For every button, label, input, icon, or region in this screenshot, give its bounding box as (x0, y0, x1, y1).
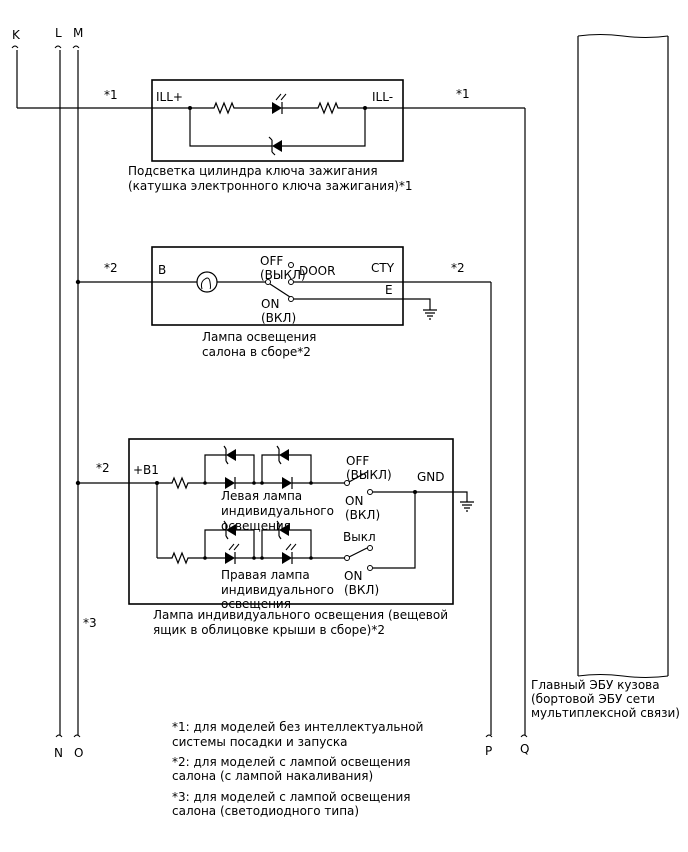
footnote-3-line2: салона (светодиодного типа) (172, 804, 359, 818)
ecu-name-line2: (бортовой ЭБУ сети (531, 692, 655, 706)
personal-gnd-label: GND (417, 470, 445, 484)
room-bulb-filament (200, 277, 211, 290)
connector-cut-marks-bottom (55, 734, 528, 738)
footnote-2-line2: салона (с лампой накаливания) (172, 769, 373, 783)
left-lamp-label-line2: индивидуального (221, 504, 334, 518)
wire-diode-bottom-right (282, 108, 366, 147)
room-pin-b: B (158, 263, 166, 277)
personal-on1-ru-label: (ВКЛ) (345, 508, 380, 522)
wire-room-e (294, 298, 431, 310)
ignition-pin-ill-plus: ILL+ (156, 90, 183, 104)
room-off-label: OFF (260, 254, 283, 268)
led-left-1 (225, 477, 235, 489)
note-ref-2b: *2 (451, 261, 465, 275)
note-ref-2c: *2 (96, 461, 110, 475)
led-right-2 (282, 552, 292, 564)
terminal-k-label: K (12, 28, 21, 42)
personal-caption-line2: ящик в облицовке крыши в сборе)*2 (153, 623, 385, 637)
room-switch-lever (269, 283, 291, 298)
terminal-m-label: M (73, 26, 83, 40)
room-pin-cty: CTY (371, 261, 395, 275)
resistor-right (157, 551, 205, 565)
note-ref-1a: *1 (104, 88, 118, 102)
led-right-rev-2 (279, 524, 289, 536)
room-pin-e: E (385, 283, 393, 297)
resistor-left (157, 476, 205, 490)
personal-on1-label: ON (345, 494, 363, 508)
footnote-1-line2: системы посадки и запуска (172, 735, 348, 749)
room-off-ru-label: (ВЫКЛ) (260, 268, 306, 282)
ignition-caption-line1: Подсветка цилиндра ключа зажигания (128, 164, 378, 178)
ignition-light-box (151, 79, 404, 162)
footnote-2-line1: *2: для моделей с лампой освещения (172, 755, 410, 769)
personal-ground-icon (460, 501, 474, 512)
room-on-ru-label: (ВКЛ) (261, 311, 296, 325)
led-right-1 (225, 552, 235, 564)
personal-pin-b1: +B1 (133, 463, 159, 477)
right-lamp-label-line3: освещения (221, 597, 291, 611)
personal-switch-2-lever (348, 547, 368, 558)
terminal-n-label: N (54, 746, 63, 760)
room-bulb-icon (196, 271, 218, 293)
terminal-p-label: P (485, 744, 492, 758)
personal-off-ru-label: (ВЫКЛ) (346, 468, 392, 482)
resistor-1 (190, 101, 272, 115)
led-right-rev-1 (226, 524, 236, 536)
wire-personal-gnd (373, 491, 468, 502)
personal-lamp-box (128, 438, 454, 605)
personal-caption-line1: Лампа индивидуального освещения (вещевой (153, 608, 448, 622)
left-lamp-label-line1: Левая лампа (221, 489, 302, 503)
ignition-pin-ill-minus: ILL- (372, 90, 393, 104)
personal-switch-2-on-contact (367, 565, 373, 571)
ecu-name-line1: Главный ЭБУ кузова (531, 678, 660, 692)
led-left-rev-1 (226, 449, 236, 461)
note-ref-2a: *2 (104, 261, 118, 275)
led-left-rev-2 (279, 449, 289, 461)
room-switch-off-contact (288, 262, 294, 268)
led-1 (272, 102, 282, 114)
terminal-l-label: L (55, 26, 62, 40)
personal-off-label: OFF (346, 454, 369, 468)
connector-cut-marks-top (11, 45, 80, 49)
room-caption-line2: салона в сборе*2 (202, 345, 311, 359)
personal-on2-ru-label: (ВКЛ) (344, 583, 379, 597)
right-lamp-label-line2: индивидуального (221, 583, 334, 597)
footnote-3-line1: *3: для моделей с лампой освещения (172, 790, 410, 804)
room-on-label: ON (261, 297, 279, 311)
personal-switch-2-off-contact (367, 545, 373, 551)
ecu-break-lines (577, 34, 669, 678)
right-lamp-label-line1: Правая лампа (221, 568, 310, 582)
personal-off2-label: Выкл (343, 530, 376, 544)
room-caption-line1: Лампа освещения (202, 330, 316, 344)
personal-on2-label: ON (344, 569, 362, 583)
room-ground-icon (423, 309, 437, 320)
room-lamp-box (151, 246, 404, 326)
resistor-2 (282, 101, 365, 115)
terminal-o-label: O (74, 746, 83, 760)
personal-switch-1-on-contact (367, 489, 373, 495)
led-1-rays (275, 93, 287, 101)
terminal-q-label: Q (520, 742, 529, 756)
room-switch-door-contact (288, 279, 294, 285)
note-ref-1b: *1 (456, 87, 470, 101)
note-ref-3: *3 (83, 616, 97, 630)
footnote-1-line1: *1: для моделей без интеллектуальной (172, 720, 423, 734)
ignition-caption-line2: (катушка электронного ключа зажигания)*1 (128, 179, 413, 193)
room-door-label: DOOR (299, 264, 335, 278)
room-switch-on-contact (288, 296, 294, 302)
ecu-name-line3: мультиплексной связи) (531, 706, 680, 720)
zener-diode (272, 140, 282, 152)
wire-diode-bottom-left (189, 108, 272, 147)
led-left-2 (282, 477, 292, 489)
personal-switch-1-lever (348, 471, 368, 483)
wire-personal-switch2-gnd (373, 492, 416, 569)
